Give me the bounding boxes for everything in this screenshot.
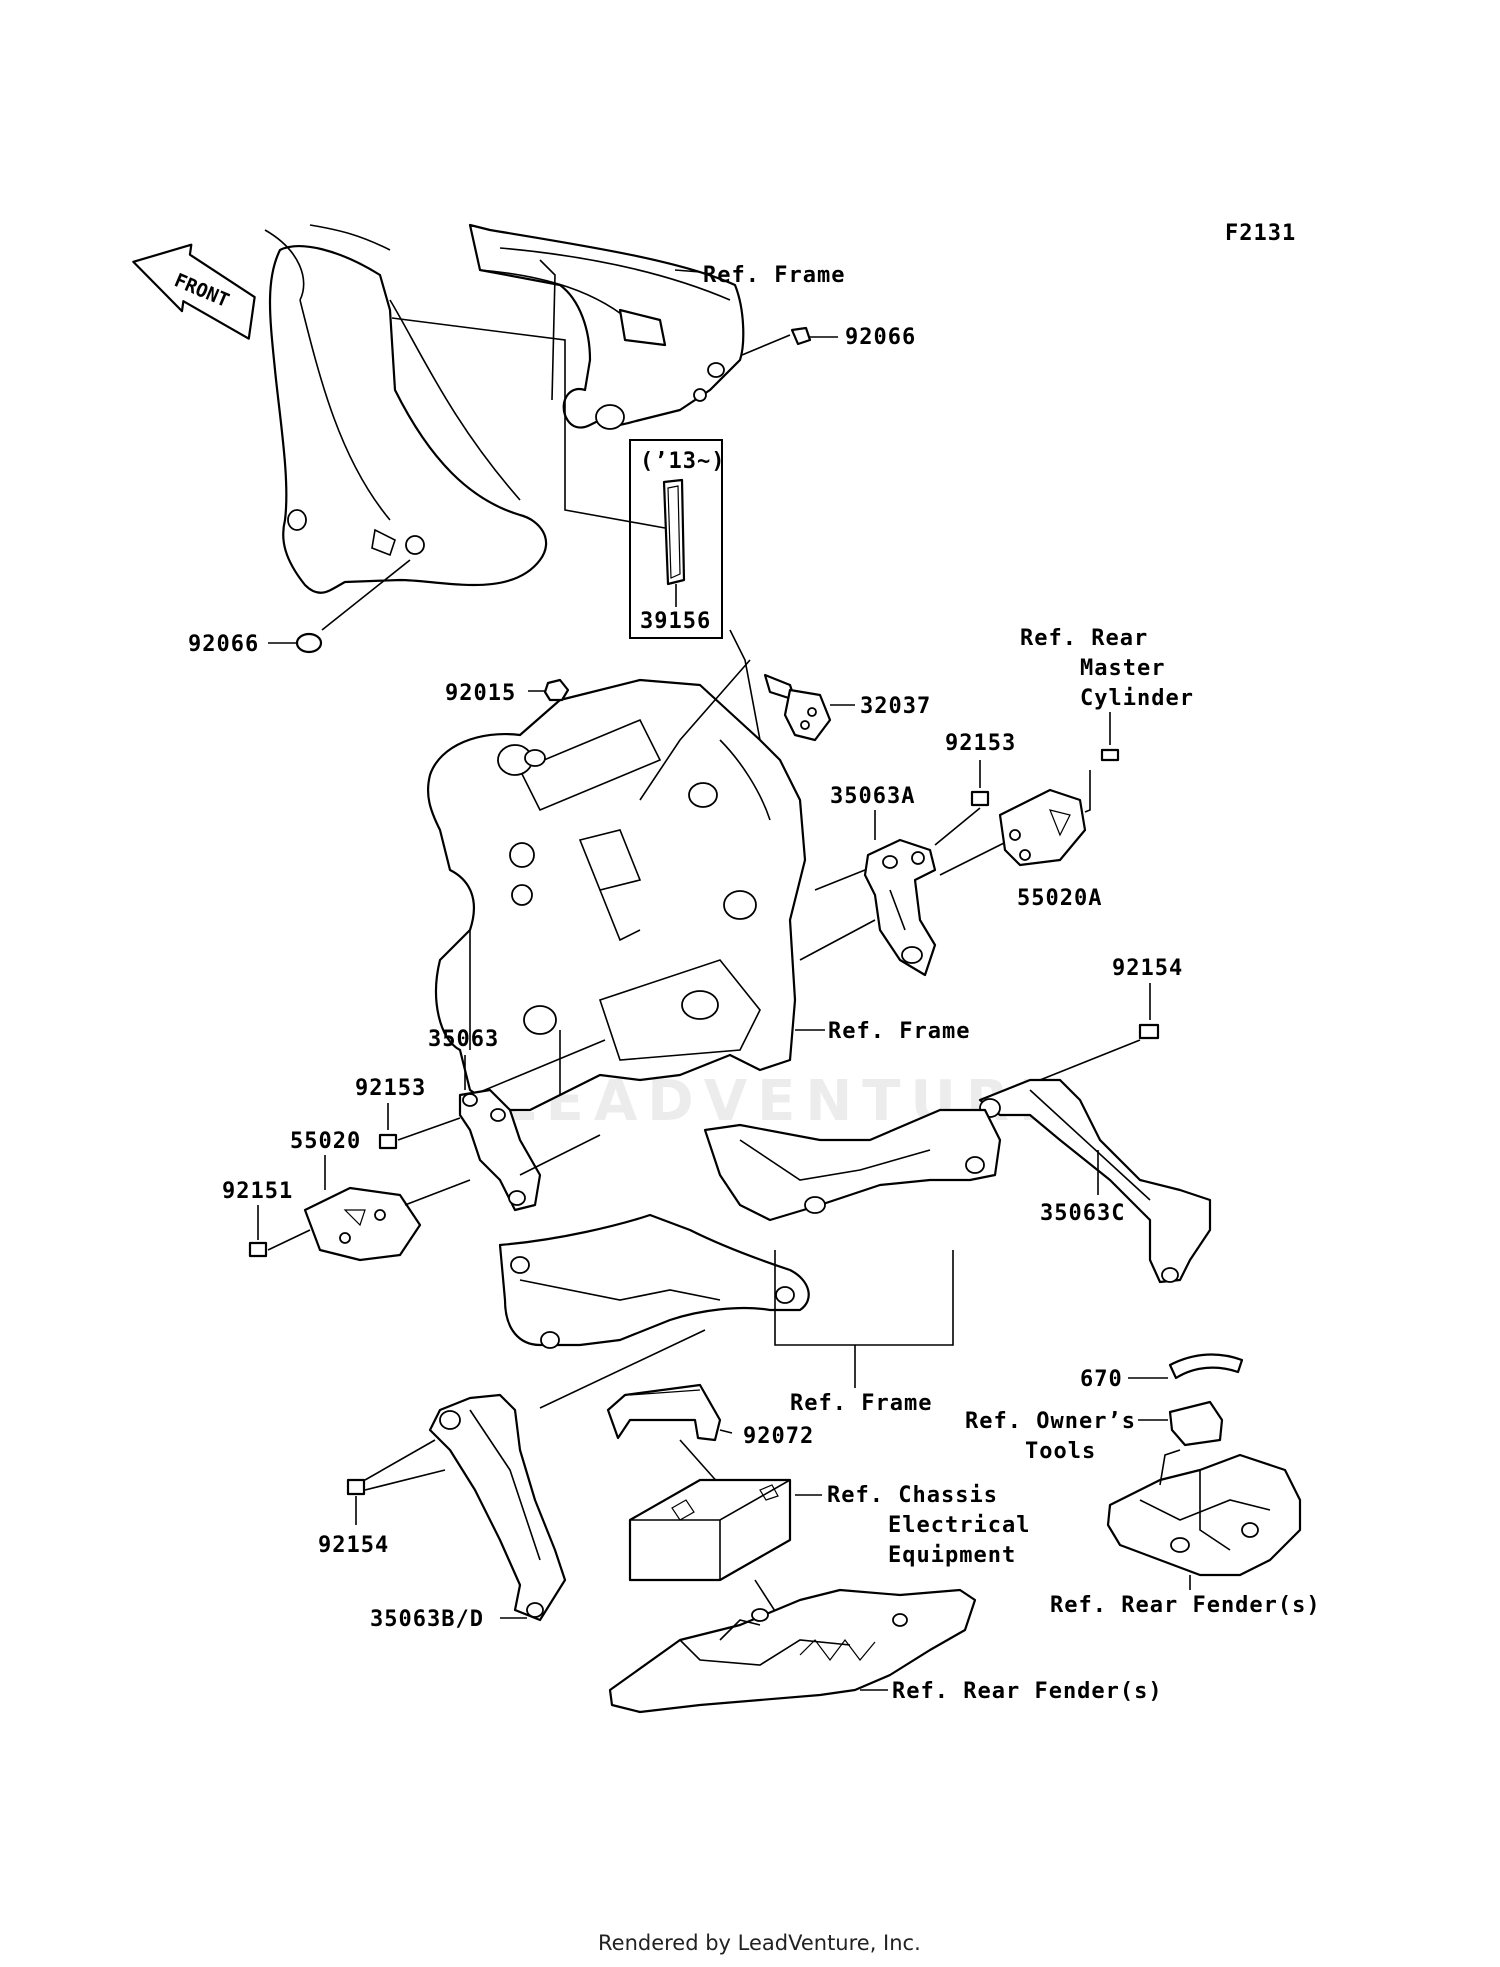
bracket-32037	[639, 659, 855, 801]
label-92153-top: 92153	[945, 731, 1016, 756]
tool-kit	[1168, 1400, 1224, 1447]
label-92072: 92072	[743, 1424, 814, 1449]
battery-strap-92072	[606, 1383, 722, 1442]
subframe-lower-rail	[498, 1213, 810, 1349]
label-ref-rear-master-2: Master	[1080, 656, 1165, 681]
label-92154-bottom: 92154	[318, 1533, 389, 1558]
label-plate-39156-group: (’13~) 39156	[629, 439, 725, 639]
bolt-92153-top	[970, 790, 990, 807]
main-frame-part	[426, 629, 807, 1112]
label-92066-left: 92066	[188, 632, 259, 657]
frame-top-part	[468, 223, 745, 430]
figure-code: F2131	[1225, 221, 1296, 246]
heel-guard-55020	[303, 1186, 422, 1262]
label-92066-top: 92066	[845, 325, 916, 350]
label-92154-top: 92154	[1112, 956, 1183, 981]
grommet-92066-left	[295, 632, 323, 654]
label-year-note: (’13~)	[640, 449, 725, 474]
label-ref-chassis-1: Ref. Chassis	[827, 1483, 998, 1508]
label-ref-rear-master-3: Cylinder	[1080, 686, 1194, 711]
label-ref-owners-1: Ref. Owner’s	[965, 1409, 1136, 1434]
heel-guard-55020A	[998, 788, 1087, 867]
bracket-35063C	[978, 1078, 1212, 1284]
bolt-92153-left	[378, 1133, 398, 1150]
label-ref-chassis-3: Equipment	[888, 1543, 1016, 1568]
battery-part	[628, 1478, 792, 1582]
front-arrow-icon: FRONT	[132, 243, 256, 340]
label-ref-owners-2: Tools	[1025, 1439, 1096, 1464]
nut-92015	[528, 678, 570, 702]
label-92015: 92015	[445, 681, 516, 706]
footpeg-bracket-35063	[458, 1088, 542, 1212]
label-55020A: 55020A	[1017, 886, 1102, 911]
label-92151: 92151	[222, 1179, 293, 1204]
rear-fender-right-part	[1106, 1449, 1302, 1577]
label-32037: 32037	[860, 694, 931, 719]
subframe-upper-rail	[703, 1108, 1002, 1222]
label-670: 670	[1080, 1367, 1123, 1392]
label-35063C: 35063C	[1040, 1201, 1125, 1226]
label-ref-frame-low: Ref. Frame	[790, 1391, 932, 1416]
rear-fender-bottom-part	[608, 1588, 977, 1714]
bracket-35063BD	[428, 1393, 567, 1622]
bolt-92154-bottom	[346, 1478, 366, 1496]
label-ref-rear-fender-right: Ref. Rear Fender(s)	[1050, 1593, 1321, 1618]
label-55020: 55020	[290, 1129, 361, 1154]
label-35063A: 35063A	[830, 784, 915, 809]
label-35063BD: 35063B/D	[370, 1607, 484, 1632]
label-92153-left: 92153	[355, 1076, 426, 1101]
label-39156: 39156	[640, 609, 711, 634]
label-ref-rear-fender-bottom: Ref. Rear Fender(s)	[892, 1679, 1163, 1704]
bolt-92151	[248, 1241, 268, 1258]
label-ref-frame-mid: Ref. Frame	[828, 1019, 970, 1044]
front-cowl-part	[264, 224, 548, 594]
label-ref-rear-master-1: Ref. Rear	[1020, 626, 1148, 651]
label-ref-chassis-2: Electrical	[888, 1513, 1030, 1538]
label-ref-frame-top: Ref. Frame	[703, 263, 845, 288]
footpeg-bracket-35063A	[863, 838, 937, 977]
label-35063: 35063	[428, 1027, 499, 1052]
bolt-master-cyl	[1100, 748, 1120, 762]
tape-670	[1168, 1353, 1244, 1380]
grommet-92066-top	[741, 326, 838, 356]
footer-credit: Rendered by LeadVenture, Inc.	[598, 1931, 921, 1955]
bolt-92154-top	[1138, 1023, 1160, 1040]
